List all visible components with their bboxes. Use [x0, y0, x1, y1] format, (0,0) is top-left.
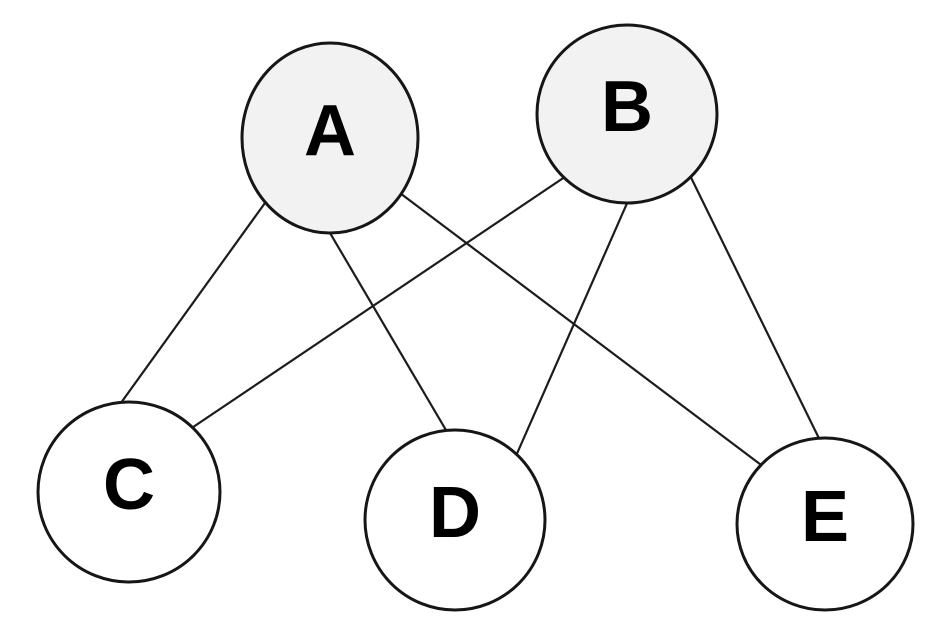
node-C-circle — [36, 400, 222, 584]
edge-B-C — [158, 155, 597, 451]
edge-A-D — [309, 198, 464, 460]
node-A-label: A — [304, 91, 356, 171]
edge-A-C — [99, 170, 289, 433]
node-C-label: C — [103, 445, 155, 525]
edge-B-D — [499, 175, 641, 491]
node-A: A — [240, 41, 420, 235]
node-E-circle — [735, 436, 915, 612]
node-E-label: E — [801, 477, 849, 557]
edge-B-E — [676, 148, 837, 474]
node-B-label: B — [601, 67, 653, 147]
nodes-layer: A B C D E — [36, 23, 915, 612]
node-A-circle — [240, 41, 420, 235]
node-D-label: D — [429, 473, 481, 553]
node-B: B — [535, 23, 719, 205]
edge-A-E — [375, 174, 790, 487]
node-B-circle — [535, 23, 719, 205]
node-D: D — [363, 428, 547, 612]
edges-layer — [99, 148, 837, 491]
node-D-circle — [363, 428, 547, 612]
node-E: E — [735, 436, 915, 612]
node-C: C — [36, 400, 222, 584]
